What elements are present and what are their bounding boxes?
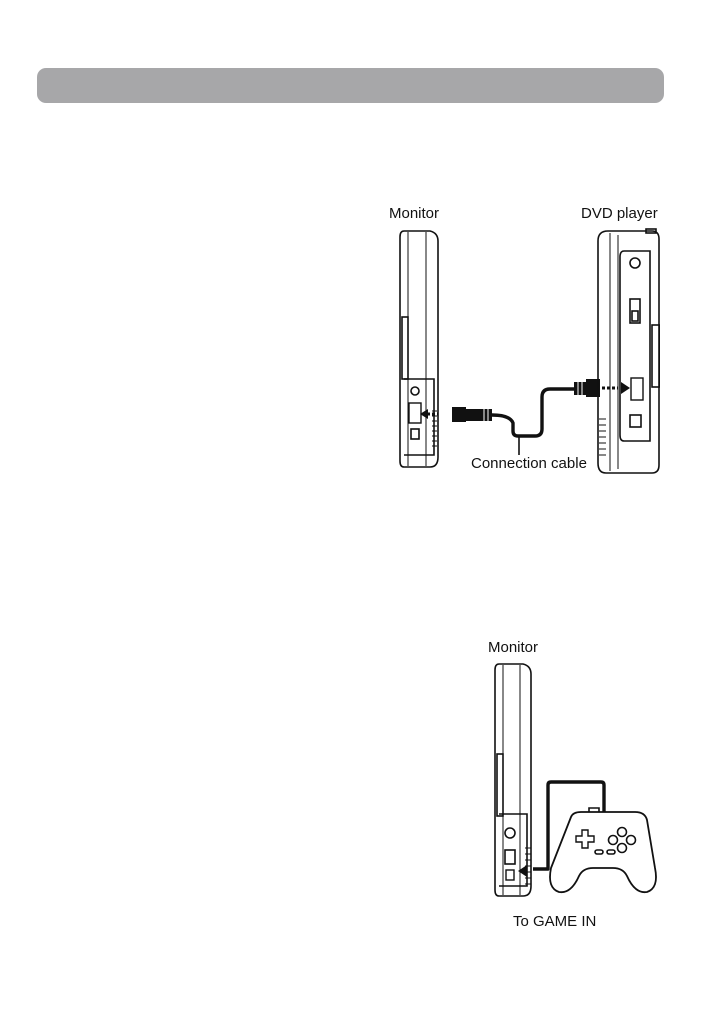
connection-cable-label: Connection cable: [471, 455, 587, 473]
dvd-scroll-wheel: [599, 419, 606, 455]
arrow-into-dvd: [602, 382, 630, 394]
cable-plug-dvd: [574, 379, 600, 397]
diagram-fig2: [485, 636, 685, 934]
section-header-bar: [37, 68, 664, 103]
monitor-side-illustration: [400, 231, 438, 467]
game-controller-icon: [550, 808, 656, 892]
dvd-player-label: DVD player: [581, 205, 658, 223]
dvd-player-side-illustration: [598, 229, 660, 473]
connection-cable: [492, 389, 574, 436]
arrow-into-game-in: [518, 865, 527, 877]
diagram-fig1: [380, 205, 660, 485]
monitor-label: Monitor: [389, 205, 439, 223]
monitor-label-fig2: Monitor: [488, 639, 538, 657]
figure-monitor-game-controller: Monitor To GAME IN: [485, 636, 685, 934]
figure-monitor-dvd-connection: Monitor DVD player Connection cable: [380, 205, 660, 485]
game-in-label: To GAME IN: [513, 913, 596, 931]
monitor-side-illustration-fig2: [495, 664, 531, 896]
cable-plug-monitor: [452, 407, 492, 422]
